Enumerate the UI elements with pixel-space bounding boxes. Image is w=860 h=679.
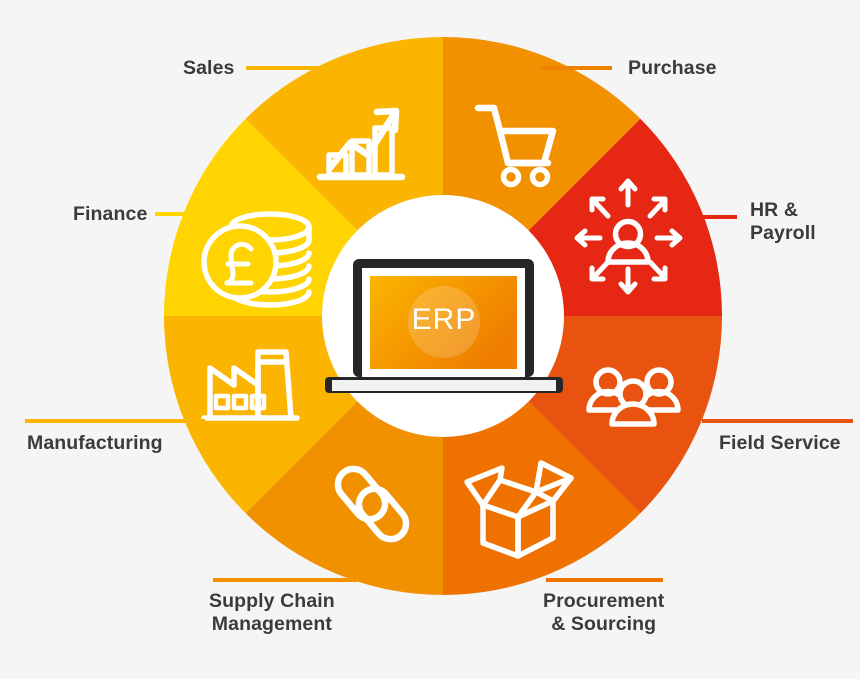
laptop-icon (325, 259, 563, 393)
people-group-icon (586, 367, 681, 427)
label-field-service[interactable]: Field Service (719, 432, 841, 454)
erp-screen-label: ERP (411, 303, 477, 336)
coins-pound-icon (201, 211, 312, 308)
label-supply-chain-management[interactable]: Supply Chain Management (209, 590, 335, 635)
label-hr-payroll[interactable]: HR & Payroll (750, 199, 816, 244)
label-supply-chain-management-line2: Management (211, 612, 332, 635)
label-supply-chain-management-line1: Supply Chain (209, 590, 335, 612)
chain-link-icon (334, 465, 410, 543)
label-finance[interactable]: Finance (73, 203, 148, 225)
factory-icon (201, 349, 300, 421)
label-manufacturing[interactable]: Manufacturing (27, 432, 163, 454)
open-box-icon (464, 460, 574, 559)
label-procurement-sourcing[interactable]: Procurement & Sourcing (543, 590, 664, 635)
person-arrows-icon (574, 178, 683, 295)
label-hr-payroll-line1: HR & (750, 199, 799, 221)
label-procurement-sourcing-line1: Procurement (543, 590, 665, 612)
label-purchase[interactable]: Purchase (628, 57, 717, 79)
growth-chart-icon (316, 107, 406, 181)
label-hr-payroll-line2: Payroll (750, 221, 816, 244)
shopping-cart-icon (474, 104, 557, 188)
label-procurement-sourcing-line2: & Sourcing (551, 612, 657, 635)
label-sales[interactable]: Sales (183, 57, 235, 79)
